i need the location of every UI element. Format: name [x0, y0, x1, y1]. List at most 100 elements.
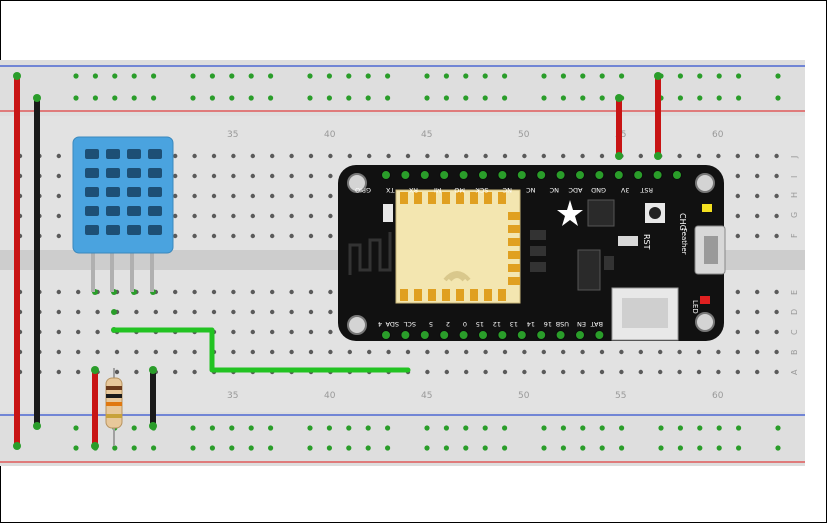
- rail-hole: [502, 425, 508, 431]
- terminal-hole: [308, 289, 314, 295]
- bottom-pin-label: USB: [556, 320, 569, 328]
- dht-vent: [106, 149, 120, 159]
- rail-hole: [385, 73, 391, 79]
- terminal-hole: [192, 349, 197, 355]
- row-letters: J I H G F E D C B A: [790, 156, 799, 375]
- terminal-hole: [735, 173, 740, 179]
- rail-hole: [697, 95, 703, 101]
- rail-hole: [73, 73, 79, 79]
- terminal-hole: [347, 153, 352, 159]
- esp-pad: [470, 192, 478, 204]
- header-pin: [478, 170, 488, 180]
- terminal-hole: [561, 369, 566, 375]
- bottom-pin-label: 13: [510, 320, 518, 328]
- terminal-hole: [308, 233, 314, 239]
- row-letter-c: C: [790, 329, 799, 335]
- rail-hole: [775, 445, 781, 451]
- terminal-hole: [231, 329, 236, 335]
- header-pin: [575, 170, 585, 180]
- dht-vent: [127, 149, 141, 159]
- terminal-hole: [289, 233, 294, 239]
- col-number-55-bottom: 55: [615, 391, 626, 401]
- dht-vent: [106, 206, 120, 216]
- rail-hole: [131, 95, 137, 101]
- terminal-hole: [308, 153, 314, 159]
- regulator-chip: [577, 249, 601, 291]
- top-pin-label: NC: [502, 186, 512, 194]
- terminal-hole: [774, 153, 779, 159]
- terminal-hole: [250, 233, 255, 239]
- rail-hole: [365, 95, 371, 101]
- terminal-hole: [696, 349, 702, 355]
- col-number-40: 40: [324, 130, 336, 140]
- rail-hole: [736, 445, 742, 451]
- terminal-hole: [250, 349, 255, 355]
- rail-hole: [92, 95, 98, 101]
- rail-hole: [560, 73, 567, 79]
- terminal-hole: [755, 173, 760, 179]
- rail-hole: [541, 95, 547, 101]
- rail-hole: [248, 445, 254, 451]
- col-number-50: 50: [518, 130, 530, 140]
- wifi-antenna-icon: [443, 271, 471, 282]
- top-pin-label: RX: [408, 186, 418, 194]
- esp-pad: [508, 264, 520, 272]
- rail-hole: [229, 425, 235, 431]
- terminal-hole: [367, 349, 372, 355]
- terminal-hole: [56, 309, 61, 315]
- terminal-hole: [56, 349, 61, 355]
- terminal-hole: [270, 153, 275, 159]
- terminal-hole: [619, 349, 624, 355]
- terminal-hole: [95, 309, 100, 315]
- terminal-hole: [405, 349, 411, 355]
- rail-hole: [463, 445, 469, 451]
- top-pin-label: RST: [640, 186, 653, 194]
- header-pin: [400, 170, 411, 180]
- terminal-hole: [250, 309, 255, 315]
- resistor-band: [106, 386, 122, 390]
- esp-pad: [508, 212, 520, 220]
- rail-hole: [424, 445, 430, 451]
- terminal-hole: [173, 289, 178, 295]
- terminal-hole: [211, 309, 217, 315]
- top-pin-label: TX: [386, 186, 396, 194]
- terminal-hole: [638, 369, 643, 375]
- header-pin: [633, 170, 644, 180]
- esp-pad: [414, 192, 422, 204]
- terminal-hole: [270, 173, 275, 179]
- terminal-hole: [211, 233, 217, 239]
- dht-vent: [127, 168, 141, 178]
- rail-hole: [560, 95, 567, 101]
- micro-usb-slot: [704, 236, 718, 264]
- rail-hole: [248, 73, 254, 79]
- rail-hole: [112, 445, 118, 451]
- usb-serial-chip: [587, 199, 615, 227]
- terminal-hole: [153, 349, 158, 355]
- rail-hole: [229, 73, 235, 79]
- terminal-hole: [308, 213, 314, 219]
- rail-hole: [736, 73, 742, 79]
- terminal-hole: [328, 349, 333, 355]
- rail-hole: [541, 425, 547, 431]
- terminal-hole: [250, 213, 255, 219]
- terminal-hole: [328, 233, 333, 239]
- header-pin: [458, 170, 469, 180]
- terminal-hole: [658, 349, 663, 355]
- terminal-hole: [289, 329, 294, 335]
- rail-hole: [541, 445, 547, 451]
- rail-hole: [560, 445, 567, 451]
- rail-hole: [482, 95, 488, 101]
- header-pin: [555, 330, 566, 340]
- green-jumper-wire: [111, 327, 411, 373]
- terminal-hole: [76, 369, 81, 375]
- top-pin-label: NC: [526, 186, 536, 194]
- row-letter-j: J: [790, 156, 799, 159]
- rail-hole: [346, 425, 352, 431]
- dht-vent: [148, 149, 162, 159]
- header-pin: [439, 330, 450, 340]
- dht-leg: [130, 250, 134, 292]
- esp-pad: [498, 289, 506, 301]
- terminal-hole: [134, 309, 139, 315]
- rail-hole: [307, 73, 313, 79]
- terminal-hole: [231, 349, 236, 355]
